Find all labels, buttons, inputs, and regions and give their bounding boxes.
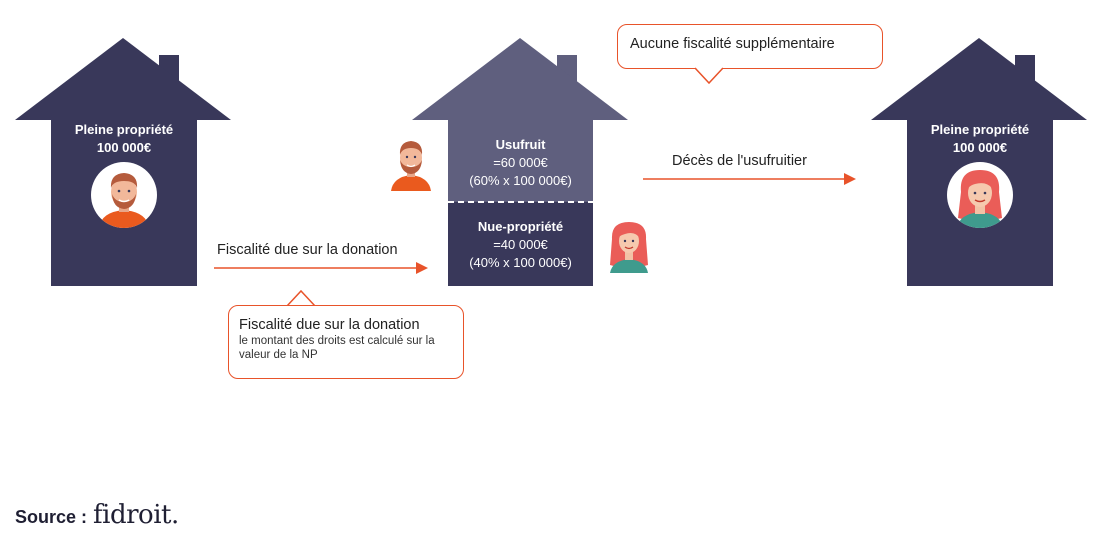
bubble-tail xyxy=(694,67,724,85)
man-avatar-icon xyxy=(91,162,157,228)
donation-tax-body: le montant des droits est calculé sur la… xyxy=(239,335,435,361)
woman-avatar-icon xyxy=(947,162,1013,228)
right-house-label-group: Pleine propriété 100 000€ xyxy=(907,121,1053,157)
usufruit-label: Usufruit xyxy=(495,137,546,152)
donation-tax-title: Fiscalité due sur la donation xyxy=(239,317,420,333)
no-extra-tax-bubble: Aucune fiscalité supplémentaire xyxy=(617,24,883,69)
donation-arrow-label: Fiscalité due sur la donation xyxy=(217,242,398,258)
nue-propriete-group: Nue-propriété =40 000€ (40% x 100 000€) xyxy=(448,218,593,272)
deces-arrow xyxy=(643,173,856,185)
nue-propriete-value: =40 000€ xyxy=(493,237,548,252)
nue-propriete-detail: (40% x 100 000€) xyxy=(469,255,572,270)
left-house-label: Pleine propriété xyxy=(74,122,174,137)
right-house-label: Pleine propriété xyxy=(930,122,1030,137)
usufruit-value: =60 000€ xyxy=(493,155,548,170)
deces-arrow-label: Décès de l'usufruitier xyxy=(672,153,807,169)
source-label: Source : xyxy=(15,507,88,527)
donation-tax-bubble: Fiscalité due sur la donation le montant… xyxy=(228,305,464,379)
no-extra-tax-text: Aucune fiscalité supplémentaire xyxy=(630,36,835,52)
donation-arrow xyxy=(214,262,428,274)
man-avatar-icon xyxy=(391,141,431,191)
middle-house xyxy=(412,38,628,286)
usufruit-group: Usufruit =60 000€ (60% x 100 000€) xyxy=(448,136,593,190)
bubble-tail xyxy=(286,289,316,307)
usufruit-detail: (60% x 100 000€) xyxy=(469,173,572,188)
fidroit-logo: fidroit. xyxy=(93,500,179,530)
nue-propriete-label: Nue-propriété xyxy=(477,219,564,234)
right-house-value: 100 000€ xyxy=(952,140,1008,155)
left-house-value: 100 000€ xyxy=(96,140,152,155)
left-house-label-group: Pleine propriété 100 000€ xyxy=(51,121,197,157)
source-credit: Source : fidroit. xyxy=(15,500,179,530)
woman-avatar-icon xyxy=(610,222,648,273)
